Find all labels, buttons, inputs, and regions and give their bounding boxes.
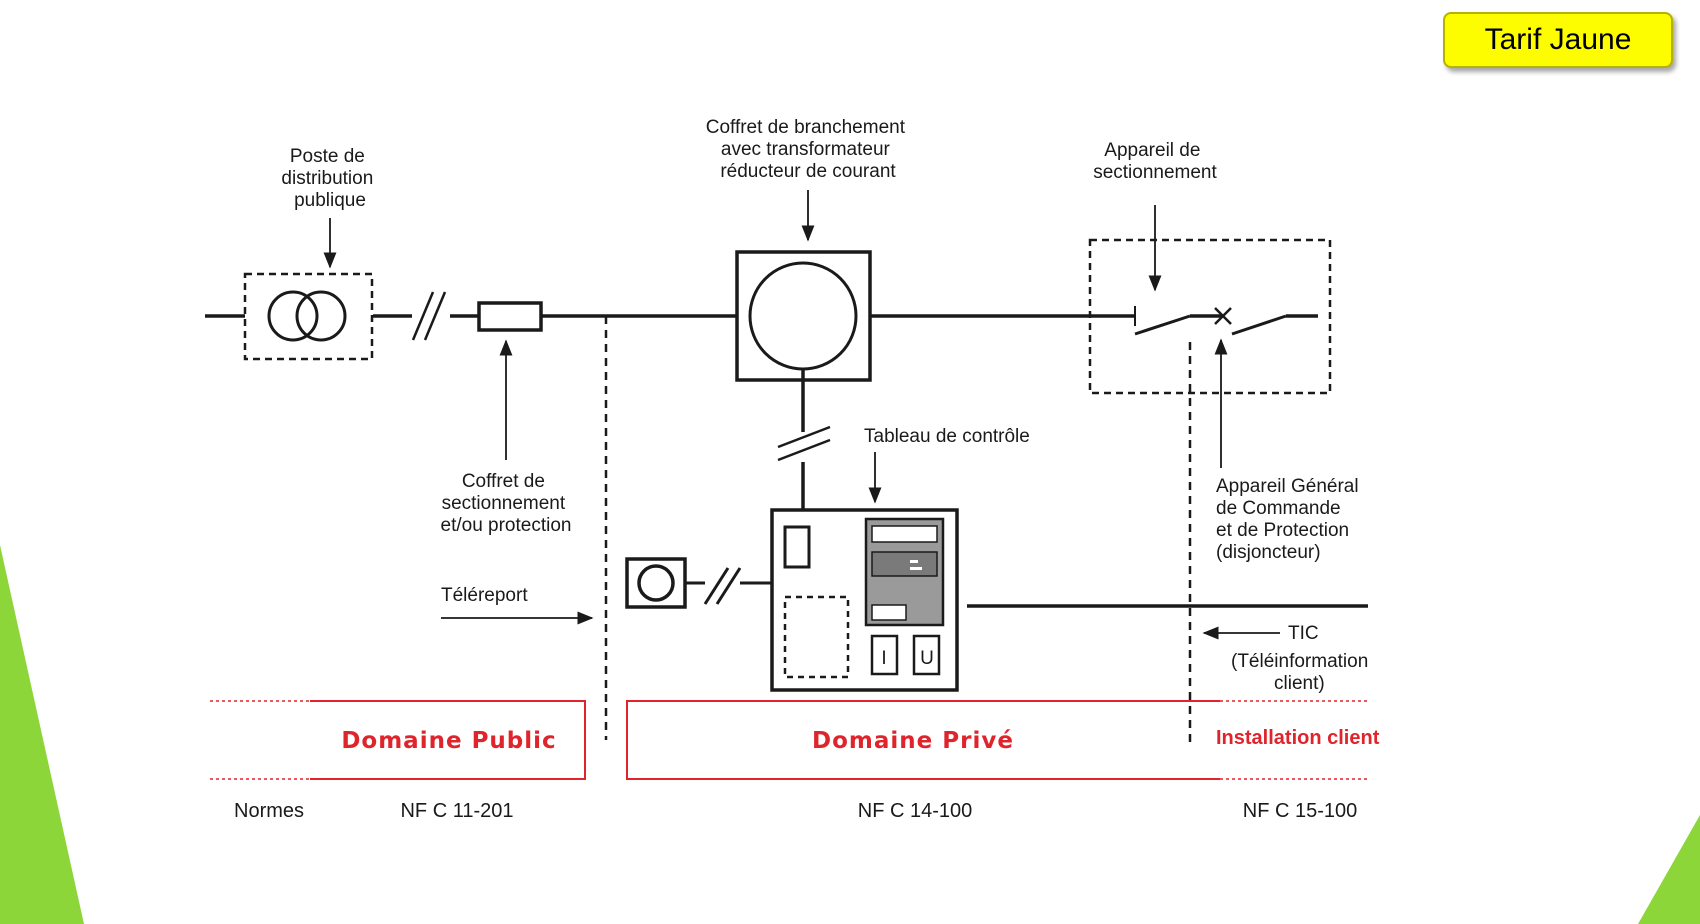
sectionnement-box xyxy=(1088,238,1332,395)
domain-public-box xyxy=(210,700,586,780)
coffret-sectionnement-label: Coffret de sectionnement et/ou protectio… xyxy=(441,471,572,536)
norme-installation: NF C 15-100 xyxy=(1243,800,1358,822)
poste-label: Poste de distribution publique xyxy=(281,146,378,211)
coffret-branchement-symbol xyxy=(735,250,872,382)
coffret-branchement-label: Coffret de branchement avec transformate… xyxy=(706,117,911,182)
norme-prive: NF C 14-100 xyxy=(858,800,973,822)
green-triangle-left xyxy=(0,545,84,924)
tic-label: TIC (Téléinformation client) xyxy=(1231,623,1374,694)
appareil-sectionnement-label: Appareil de sectionnement xyxy=(1093,140,1217,183)
domain-prive-box xyxy=(626,700,1368,780)
installation-client-label: Installation client xyxy=(1216,727,1380,749)
tableau-label: Tableau de contrôle xyxy=(864,426,1030,447)
domain-prive-label: Domaine Privé xyxy=(812,728,1014,754)
meter-u-label: U xyxy=(920,648,934,669)
norme-public: NF C 11-201 xyxy=(400,800,513,822)
normes-label: Normes xyxy=(234,800,304,822)
callout-arrows xyxy=(323,190,1280,640)
telereport-device xyxy=(625,557,772,609)
domain-public-label: Domaine Public xyxy=(341,728,556,754)
disjoncteur-x-icon xyxy=(1214,307,1232,325)
fuse-symbol xyxy=(477,301,543,332)
break-symbol xyxy=(411,291,447,341)
vertical-break-symbol xyxy=(777,425,831,462)
tarif-badge: Tarif Jaune xyxy=(1443,12,1673,68)
telereport-label: Téléreport xyxy=(441,585,528,606)
tableau-controle-panel xyxy=(770,508,959,692)
appareil-general-label: Appareil Général de Commande et de Prote… xyxy=(1216,476,1364,563)
green-triangle-right xyxy=(1638,815,1700,924)
meter-i-label: I xyxy=(881,648,886,669)
transformer-symbol xyxy=(243,272,374,361)
